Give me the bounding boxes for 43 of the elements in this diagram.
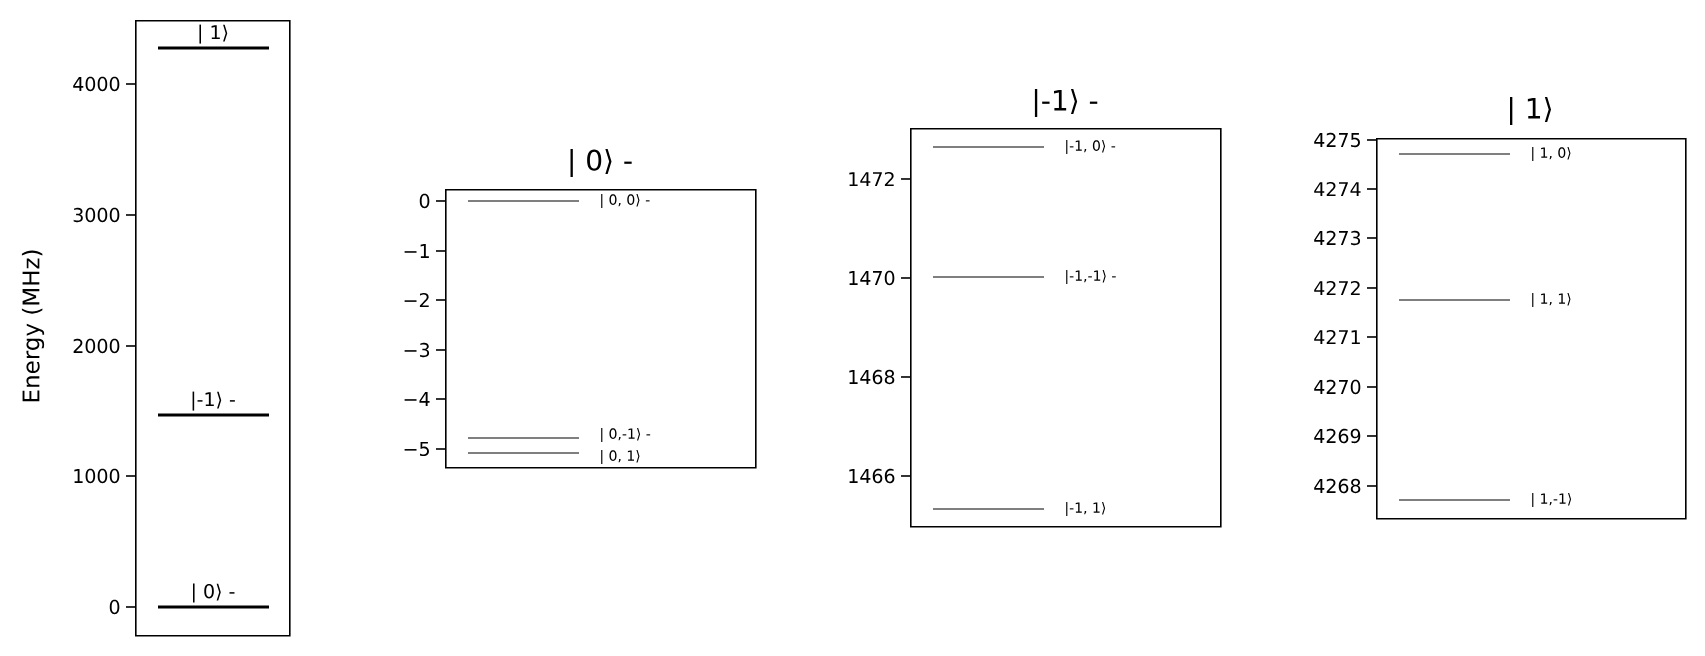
axis-tick: 1466 — [849, 468, 911, 484]
axis-tick: 4274 — [1314, 181, 1377, 197]
energy-level: |-1,-1⟩ - — [932, 270, 1116, 284]
energy-level: |-1, 1⟩ — [932, 502, 1106, 516]
panel-title: | 1⟩ — [1510, 97, 1552, 125]
axis-tick: 1470 — [849, 270, 911, 286]
axis-tick: 4275 — [1314, 132, 1377, 148]
axis-tick: 4270 — [1314, 379, 1377, 395]
axis-label: Energy (MHz) — [21, 250, 45, 402]
axis-tick: 0 — [109, 599, 136, 615]
axis-tick: 4273 — [1314, 230, 1377, 246]
energy-level: | 1,-1⟩ — [1398, 493, 1572, 507]
energy-level: | 0, 1⟩ — [467, 450, 640, 464]
axis-tick: 1468 — [849, 369, 911, 385]
axis-tick: −1 — [404, 244, 446, 258]
energy-level: | 0⟩ - — [158, 583, 269, 609]
axis-tick: −3 — [404, 342, 446, 358]
axis-tick: 4268 — [1314, 478, 1377, 494]
energy-level: |-1⟩ - — [158, 391, 269, 417]
axis-tick: 1000 — [74, 468, 136, 484]
energy-level: | 1⟩ — [158, 24, 269, 50]
plot-panel — [135, 20, 291, 637]
energy-level: | 0, 0⟩ - — [467, 194, 650, 208]
axis-tick: −4 — [404, 392, 446, 406]
axis-tick: 4271 — [1314, 329, 1377, 345]
energy-level: | 1, 1⟩ — [1398, 293, 1571, 307]
energy-level: | 1, 0⟩ — [1398, 147, 1571, 161]
panel-title: |-1⟩ - — [1034, 89, 1098, 117]
axis-tick: 4269 — [1314, 428, 1377, 444]
plot-panel — [910, 89, 1222, 528]
plot-panel — [1376, 97, 1687, 520]
panel-title: | 0⟩ - — [570, 149, 632, 177]
axis-tick: 4000 — [73, 76, 136, 92]
axis-tick: 4272 — [1314, 280, 1377, 296]
energy-level: | 0,-1⟩ - — [467, 428, 651, 442]
energy-level: |-1, 0⟩ - — [932, 140, 1116, 154]
axis-tick: 2000 — [73, 338, 136, 354]
axis-tick: 3000 — [73, 207, 136, 223]
axis-tick: 0 — [419, 193, 446, 209]
axis-tick: −5 — [404, 441, 446, 457]
axis-tick: 1472 — [849, 171, 911, 187]
axis-tick: −2 — [404, 292, 446, 308]
plot-panel — [445, 149, 757, 469]
